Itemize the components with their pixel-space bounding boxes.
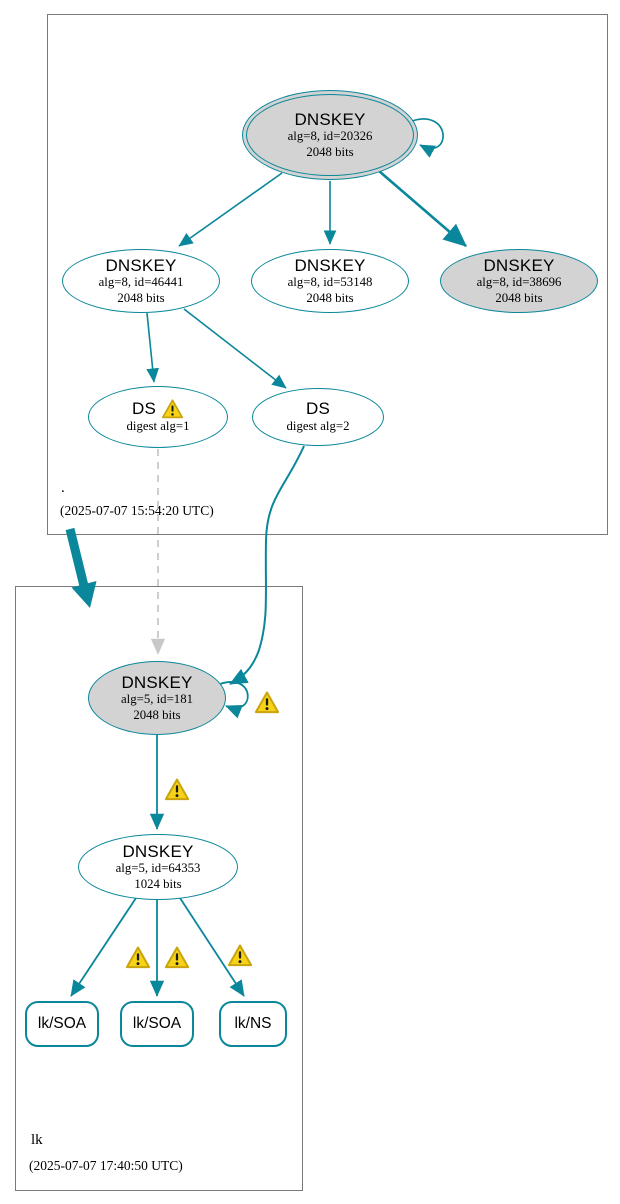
dnskey-title: DNSKEY	[121, 672, 193, 692]
node-dnskey-20326[interactable]: DNSKEY alg=8, id=20326 2048 bits	[242, 90, 418, 180]
ds-digest: digest alg=2	[286, 418, 350, 433]
dnskey-title: DNSKEY	[105, 255, 177, 275]
warning-icon	[161, 399, 184, 419]
dnskey-bits: 2048 bits	[306, 144, 354, 159]
node-dnskey-46441[interactable]: DNSKEY alg=8, id=46441 2048 bits	[62, 249, 220, 313]
warning-icon	[164, 946, 190, 969]
zone-box-root	[47, 14, 608, 535]
dnskey-title: DNSKEY	[294, 109, 366, 129]
warning-icon	[254, 691, 280, 714]
ds-title: DS	[305, 399, 331, 419]
dnskey-alg-id: alg=8, id=46441	[98, 275, 184, 290]
dnskey-bits: 2048 bits	[306, 290, 354, 305]
dnskey-bits: 2048 bits	[495, 290, 543, 305]
dnskey-title: DNSKEY	[483, 255, 555, 275]
rrset-label: lk/NS	[234, 1015, 272, 1032]
node-rrset-lk-soa-1[interactable]: lk/SOA	[25, 1001, 99, 1047]
node-rrset-lk-ns[interactable]: lk/NS	[219, 1001, 287, 1047]
zone-timestamp-root: (2025-07-07 15:54:20 UTC)	[60, 503, 214, 518]
warning-icon	[164, 778, 190, 801]
node-ds-alg2[interactable]: DS digest alg=2	[252, 388, 384, 446]
ds-digest: digest alg=1	[126, 419, 190, 434]
dnskey-alg-id: alg=5, id=181	[120, 692, 193, 707]
ds-title: DS	[131, 399, 157, 419]
dnskey-alg-id: alg=5, id=64353	[115, 861, 201, 876]
dnskey-alg-id: alg=8, id=38696	[476, 275, 562, 290]
node-dnskey-53148[interactable]: DNSKEY alg=8, id=53148 2048 bits	[251, 249, 409, 313]
warning-icon	[125, 946, 151, 969]
dnskey-alg-id: alg=8, id=53148	[287, 275, 373, 290]
zone-timestamp-lk: (2025-07-07 17:40:50 UTC)	[29, 1158, 183, 1173]
dnskey-title: DNSKEY	[122, 841, 194, 861]
node-dnskey-181[interactable]: DNSKEY alg=5, id=181 2048 bits	[88, 661, 226, 735]
dnskey-bits: 2048 bits	[133, 707, 181, 722]
node-rrset-lk-soa-2[interactable]: lk/SOA	[120, 1001, 194, 1047]
node-dnskey-38696[interactable]: DNSKEY alg=8, id=38696 2048 bits	[440, 249, 598, 313]
dnskey-bits: 2048 bits	[117, 290, 165, 305]
zone-name-lk: lk	[31, 1132, 43, 1148]
zone-box-lk	[15, 586, 303, 1191]
edge-delegation-root-lk	[65, 527, 89, 588]
node-dnskey-64353[interactable]: DNSKEY alg=5, id=64353 1024 bits	[78, 834, 238, 900]
dnskey-title: DNSKEY	[294, 255, 366, 275]
dnskey-bits: 1024 bits	[134, 876, 182, 891]
warning-icon	[227, 944, 253, 967]
rrset-label: lk/SOA	[37, 1015, 87, 1032]
zone-name-root: .	[61, 480, 65, 496]
dnskey-alg-id: alg=8, id=20326	[287, 129, 373, 144]
node-ds-alg1[interactable]: DS digest alg=1	[88, 386, 228, 448]
rrset-label: lk/SOA	[132, 1015, 182, 1032]
